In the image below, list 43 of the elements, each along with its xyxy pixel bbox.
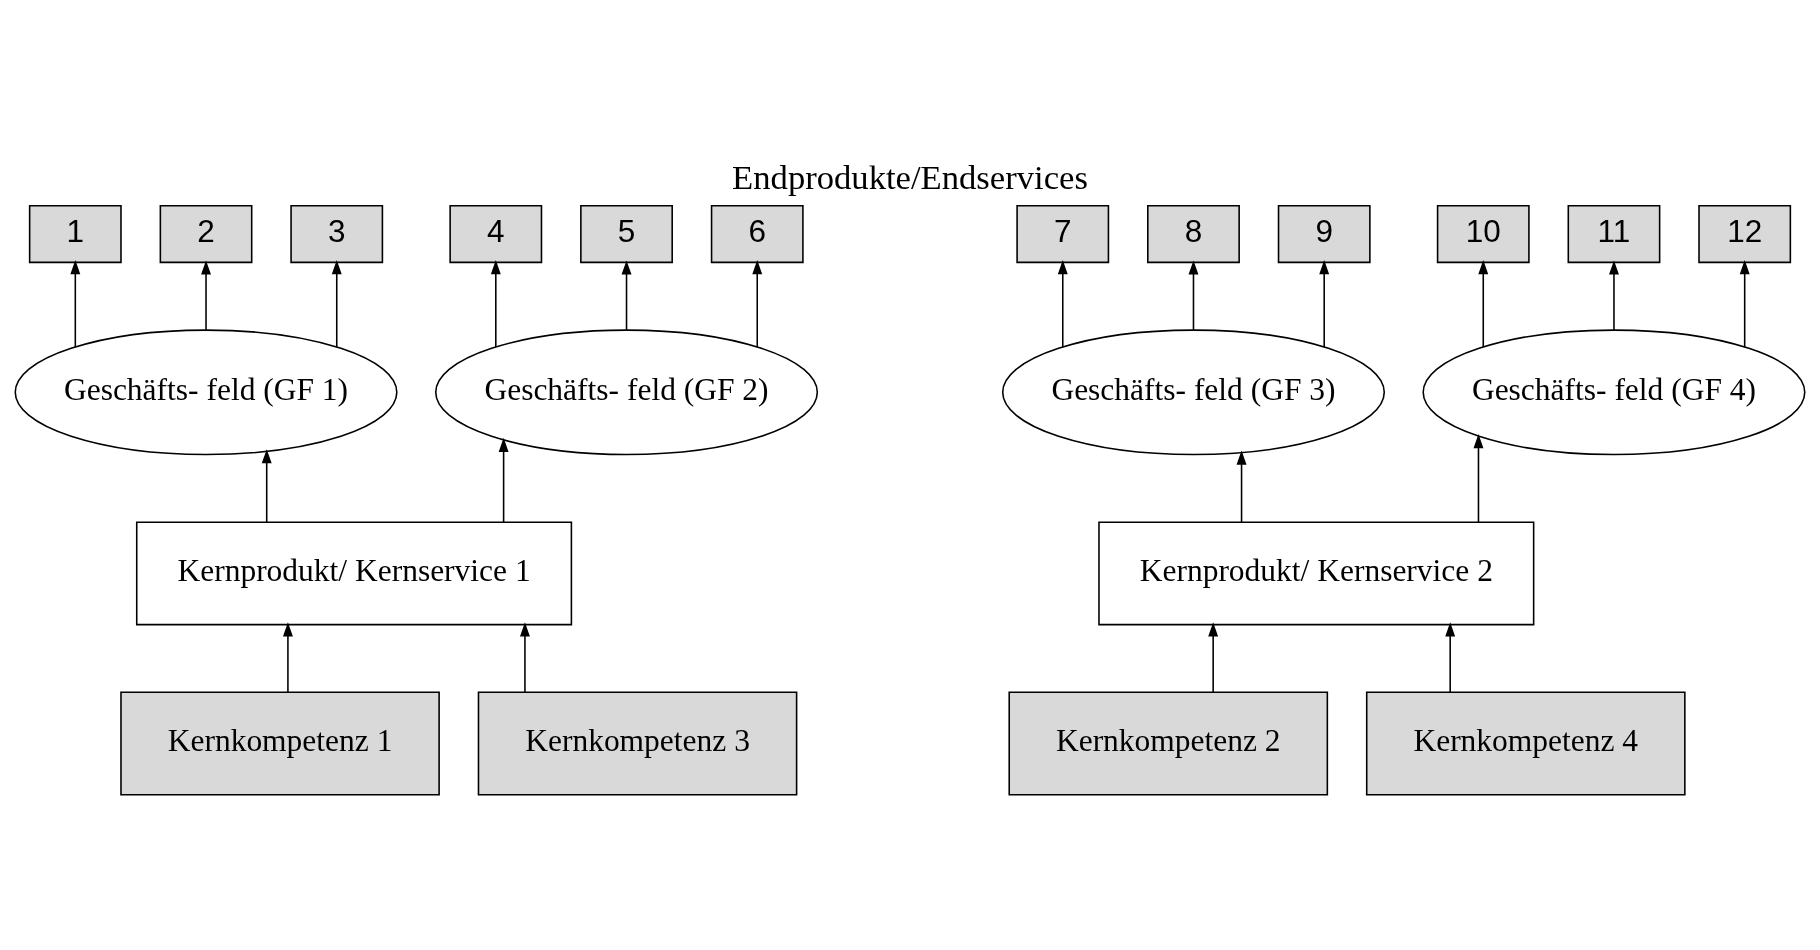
node-box: 4 xyxy=(449,204,543,264)
arrow xyxy=(331,260,342,348)
arrow xyxy=(519,622,530,693)
arrow xyxy=(282,622,293,693)
arrow xyxy=(498,437,509,523)
node-box: Kernkompetenz 4 xyxy=(1365,691,1686,796)
arrow xyxy=(201,260,211,331)
node-box: 12 xyxy=(1698,204,1792,264)
arrow xyxy=(70,260,81,348)
node-ellipse: Geschäfts- feld (GF 1) xyxy=(14,329,398,456)
node-box: 3 xyxy=(290,204,384,264)
node-box: Kernkompetenz 3 xyxy=(477,691,798,796)
node-box: Kernkompetenz 2 xyxy=(1008,691,1329,796)
node-box: 8 xyxy=(1147,204,1240,264)
arrow xyxy=(1473,434,1484,523)
arrow xyxy=(621,260,632,331)
node-box: 5 xyxy=(580,204,673,264)
arrow xyxy=(1319,260,1330,348)
node-box: 10 xyxy=(1436,204,1530,264)
arrow xyxy=(752,260,763,348)
node-box: Kernprodukt/ Kernservice 1 xyxy=(135,521,573,626)
diagram-title: Endprodukte/Endservices xyxy=(732,158,1088,197)
node-box: 6 xyxy=(710,204,804,264)
node-box: 1 xyxy=(28,204,122,264)
arrow xyxy=(1188,260,1199,331)
arrow xyxy=(1445,622,1456,693)
arrow xyxy=(1609,260,1619,331)
arrow xyxy=(1478,260,1489,348)
arrow xyxy=(1057,260,1068,348)
node-box: Kernprodukt/ Kernservice 2 xyxy=(1098,521,1535,626)
node-box: Kernkompetenz 1 xyxy=(120,691,440,796)
node-box: 9 xyxy=(1277,204,1371,264)
arrow xyxy=(490,260,501,348)
node-ellipse: Geschäfts- feld (GF 3) xyxy=(1001,329,1386,456)
node-box: 11 xyxy=(1567,204,1661,264)
node-box: 2 xyxy=(159,204,253,264)
arrow xyxy=(1236,450,1247,523)
arrow xyxy=(261,449,272,523)
arrow xyxy=(1208,622,1219,693)
node-box: 7 xyxy=(1016,204,1110,264)
node-ellipse: Geschäfts- feld (GF 4) xyxy=(1422,329,1806,456)
arrow xyxy=(1739,260,1750,348)
node-ellipse: Geschäfts- feld (GF 2) xyxy=(434,329,819,456)
